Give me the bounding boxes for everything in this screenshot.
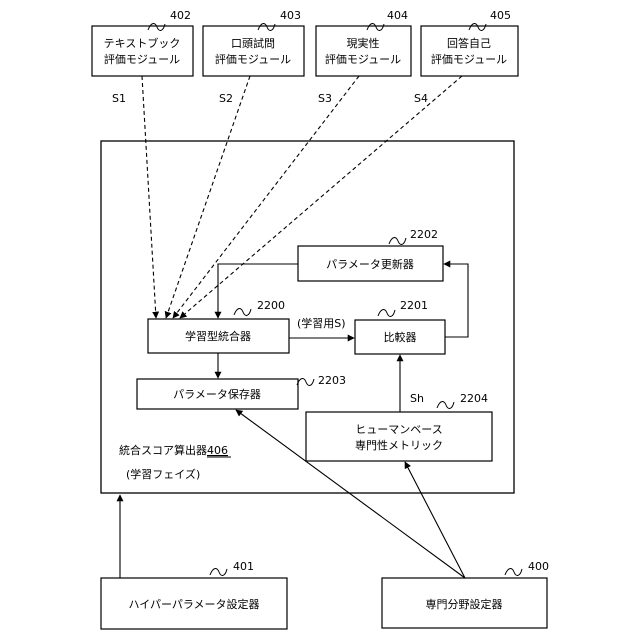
calculator-ref: 406 bbox=[207, 444, 228, 457]
module-textbook-box: テキストブック 評価モジュール bbox=[92, 26, 193, 76]
domain-setter-label: 専門分野設定器 bbox=[426, 597, 503, 611]
leader-squiggle bbox=[378, 310, 395, 317]
param-store-box: パラメータ保存器 bbox=[137, 379, 298, 409]
arrow-comparator-to-updater bbox=[444, 264, 468, 337]
dashed-arrow-s2 bbox=[166, 76, 250, 318]
signal-s2-label: S2 bbox=[219, 92, 233, 105]
ref-2204: 2204 bbox=[460, 392, 488, 405]
module-selfanswer-box: 回答自己 評価モジュール bbox=[421, 26, 518, 76]
ref-405: 405 bbox=[490, 9, 511, 22]
leader-squiggle bbox=[389, 238, 406, 245]
human-metric-line2: 専門性メトリック bbox=[355, 438, 443, 452]
ref-402: 402 bbox=[170, 9, 191, 22]
calculator-phase: (学習フェイズ) bbox=[126, 467, 200, 481]
dashed-arrow-s1 bbox=[142, 76, 156, 318]
dashed-arrow-s3 bbox=[173, 76, 359, 318]
module-oral-line2: 評価モジュール bbox=[215, 52, 291, 66]
leader-squiggle bbox=[297, 379, 314, 386]
sh-label: Sh bbox=[410, 392, 424, 405]
module-selfanswer-line1: 回答自己 bbox=[447, 36, 491, 50]
leader-squiggle bbox=[210, 569, 227, 576]
module-reality-line2: 評価モジュール bbox=[325, 52, 401, 66]
leader-squiggle bbox=[437, 402, 454, 409]
ref-2202: 2202 bbox=[410, 228, 438, 241]
module-selfanswer-line2: 評価モジュール bbox=[431, 52, 507, 66]
module-reality-line1: 現実性 bbox=[347, 36, 380, 50]
integrator-label: 学習型統合器 bbox=[185, 329, 251, 343]
param-updater-box: パラメータ更新器 bbox=[298, 246, 443, 281]
module-reality-box: 現実性 評価モジュール bbox=[316, 26, 411, 76]
ref-401: 401 bbox=[233, 560, 254, 573]
leader-squiggle bbox=[234, 309, 251, 316]
param-store-label: パラメータ保存器 bbox=[173, 387, 261, 401]
leader-squiggle bbox=[505, 569, 522, 576]
module-oral-line1: 口頭試問 bbox=[231, 36, 275, 50]
calculator-label: 統合スコア算出器406 bbox=[119, 443, 228, 457]
comparator-box: 比較器 bbox=[355, 320, 445, 354]
integrator-box: 学習型統合器 bbox=[148, 319, 289, 353]
domain-setter-box: 専門分野設定器 bbox=[382, 578, 547, 628]
arrow-domain-to-metric bbox=[405, 462, 465, 578]
hyper-setter-label: ハイパーパラメータ設定器 bbox=[128, 597, 259, 611]
signal-s4-label: S4 bbox=[414, 92, 428, 105]
hyper-setter-box: ハイパーパラメータ設定器 bbox=[101, 578, 287, 629]
signal-s3-label: S3 bbox=[318, 92, 332, 105]
comparator-label: 比較器 bbox=[384, 330, 417, 344]
ref-400: 400 bbox=[528, 560, 549, 573]
dashed-arrow-s4 bbox=[180, 76, 462, 318]
ref-404: 404 bbox=[387, 9, 408, 22]
ref-2200: 2200 bbox=[257, 299, 285, 312]
module-textbook-line2: 評価モジュール bbox=[104, 52, 180, 66]
param-updater-label: パラメータ更新器 bbox=[326, 257, 414, 271]
module-oral-box: 口頭試問 評価モジュール bbox=[203, 26, 304, 76]
ref-403: 403 bbox=[280, 9, 301, 22]
calculator-label-text: 統合スコア算出器 bbox=[119, 443, 207, 457]
learning-s-label: (学習用S) bbox=[297, 316, 346, 330]
signal-s1-label: S1 bbox=[112, 92, 126, 105]
ref-2203: 2203 bbox=[318, 374, 346, 387]
human-metric-box: ヒューマンベース 専門性メトリック bbox=[306, 412, 492, 461]
ref-2201: 2201 bbox=[400, 299, 428, 312]
human-metric-line1: ヒューマンベース bbox=[355, 423, 442, 436]
module-textbook-line1: テキストブック bbox=[104, 36, 181, 50]
